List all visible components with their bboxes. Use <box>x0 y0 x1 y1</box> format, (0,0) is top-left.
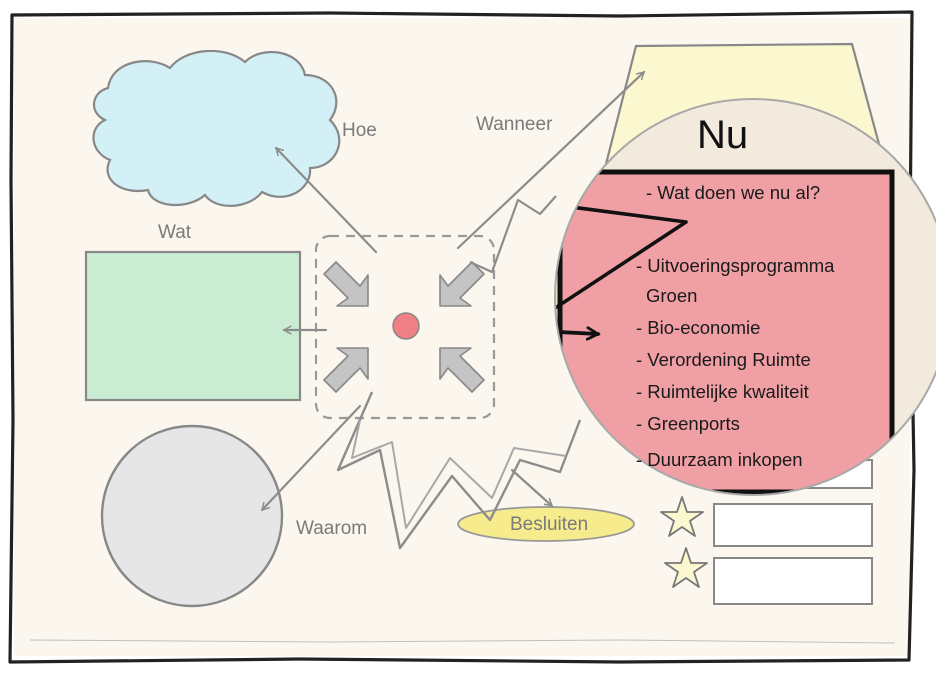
waarom-circle <box>100 424 284 608</box>
zoom-item: - Verordening Ruimte <box>636 349 811 370</box>
label-wat: Wat <box>158 222 192 243</box>
arrow-to-hoe <box>274 148 378 254</box>
arrow-to-waarom <box>260 404 362 510</box>
arrow-in-top-left-icon <box>323 261 369 307</box>
list-box-3 <box>713 557 873 605</box>
zoom-item: - Duurzaam inkopen <box>636 449 803 470</box>
label-wanneer: Wanneer <box>476 114 553 135</box>
hand-drawn-frame <box>8 10 916 664</box>
arrow-to-wanneer <box>456 70 644 250</box>
arrow-in-bottom-right-icon <box>439 347 485 393</box>
center-red-dot <box>392 312 420 340</box>
zoom-item: - Ruimtelijke kwaliteit <box>636 381 809 402</box>
zoom-item: - Bio-economie <box>636 317 760 338</box>
zoom-item: Groen <box>646 285 697 306</box>
label-besluiten: Besluiten <box>510 514 588 535</box>
inward-arrows <box>323 261 485 393</box>
connector-arrows <box>260 70 644 510</box>
zigzag-connector-inner <box>351 419 567 529</box>
frame-inner-line <box>29 639 896 644</box>
list-box-2 <box>713 503 873 547</box>
zoom-item: - Greenports <box>636 413 740 434</box>
zoom-title: Nu <box>697 113 748 157</box>
label-hoe: Hoe <box>342 120 377 141</box>
arrow-in-bottom-left-icon <box>323 347 369 393</box>
cloud-shape <box>92 49 341 207</box>
wat-box <box>84 250 302 402</box>
zigzag-upper <box>469 195 557 274</box>
label-waarom: Waarom <box>296 518 367 539</box>
star-icon <box>664 547 708 588</box>
zoom-item: - Wat doen we nu al? <box>646 182 820 203</box>
star-icon <box>660 496 704 537</box>
zoom-circle-rim <box>554 98 936 496</box>
zoom-item: - Uitvoeringsprogramma <box>636 255 835 276</box>
zigzag-connector <box>336 391 582 550</box>
arrow-to-besluiten <box>510 468 552 508</box>
arrow-in-top-right-icon <box>439 261 485 307</box>
zoom-magnifier: Nu - Wat doen we nu al? - Uitvoeringspro… <box>554 98 936 496</box>
center-dashed-box <box>314 234 496 420</box>
